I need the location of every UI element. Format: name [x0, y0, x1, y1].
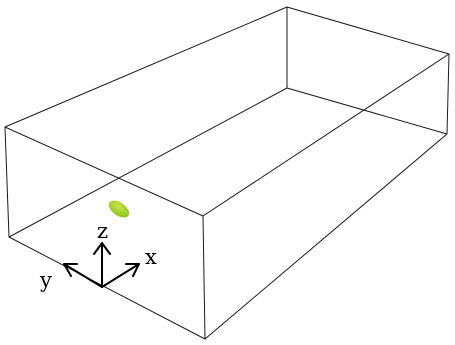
axes-triad: z x y [39, 219, 157, 292]
box-edge-top-right [203, 54, 449, 216]
particle [106, 197, 132, 221]
box-edge-back-bottom-right [287, 88, 447, 134]
box-edge-bottom-right [205, 134, 447, 339]
x-axis-label: x [145, 245, 157, 269]
box-edge-left-vertical [5, 127, 9, 237]
particle-ellipsoid [106, 197, 132, 221]
z-axis-arrow [94, 243, 110, 287]
x-axis-arrow [102, 264, 139, 287]
box-edge-front-vertical [203, 216, 205, 339]
box-edge-back-bottom-left [9, 88, 287, 237]
box-edge-bottom-left [9, 237, 205, 339]
box-edge-top-left [5, 127, 203, 216]
box-wireframe [5, 7, 449, 339]
y-axis-arrow [64, 264, 102, 287]
box-edge-back-right-top [287, 7, 449, 54]
z-axis-label: z [97, 219, 108, 243]
box-edge-right-vertical [447, 54, 449, 134]
box-edge-back-top [5, 7, 287, 127]
y-axis-label: y [39, 268, 52, 292]
